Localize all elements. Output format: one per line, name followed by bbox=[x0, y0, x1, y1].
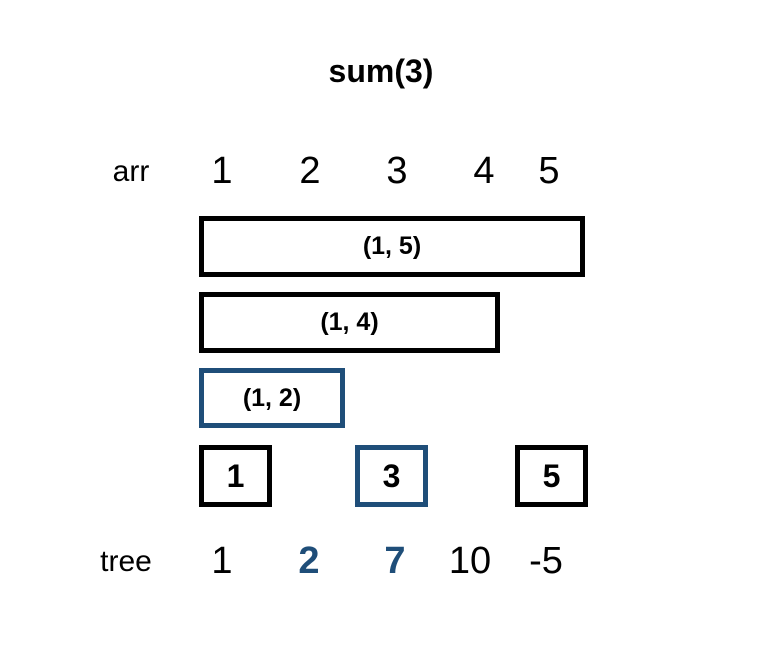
arr-index-2: 2 bbox=[299, 150, 321, 192]
tree-value-1: 1 bbox=[211, 540, 233, 582]
range-box-1-5: (1, 5) bbox=[199, 216, 585, 277]
tree-value-2-highlighted: 2 bbox=[298, 540, 320, 582]
leaf-box-3-label: 3 bbox=[382, 457, 401, 494]
leaf-box-3-highlighted: 3 bbox=[355, 445, 428, 507]
tree-value-3-highlighted: 7 bbox=[384, 540, 406, 582]
tree-row-label: tree bbox=[100, 545, 152, 578]
leaf-box-5-label: 5 bbox=[542, 457, 561, 494]
diagram-title: sum(3) bbox=[328, 53, 434, 89]
arr-index-5: 5 bbox=[538, 150, 560, 192]
range-box-1-5-label: (1, 5) bbox=[362, 232, 422, 260]
arr-index-4: 4 bbox=[473, 150, 495, 192]
arr-index-1: 1 bbox=[211, 150, 233, 192]
arr-row-label: arr bbox=[112, 155, 150, 188]
range-box-1-2-label: (1, 2) bbox=[242, 383, 302, 412]
range-box-1-4-label: (1, 4) bbox=[320, 308, 379, 336]
leaf-box-1: 1 bbox=[199, 445, 272, 507]
leaf-box-5: 5 bbox=[515, 445, 588, 507]
range-box-1-2-highlighted: (1, 2) bbox=[199, 368, 345, 428]
tree-value-4: 10 bbox=[448, 540, 492, 582]
leaf-box-1-label: 1 bbox=[226, 457, 245, 494]
tree-value-5: -5 bbox=[529, 540, 563, 582]
arr-index-3: 3 bbox=[386, 150, 408, 192]
range-box-1-4: (1, 4) bbox=[199, 292, 500, 353]
